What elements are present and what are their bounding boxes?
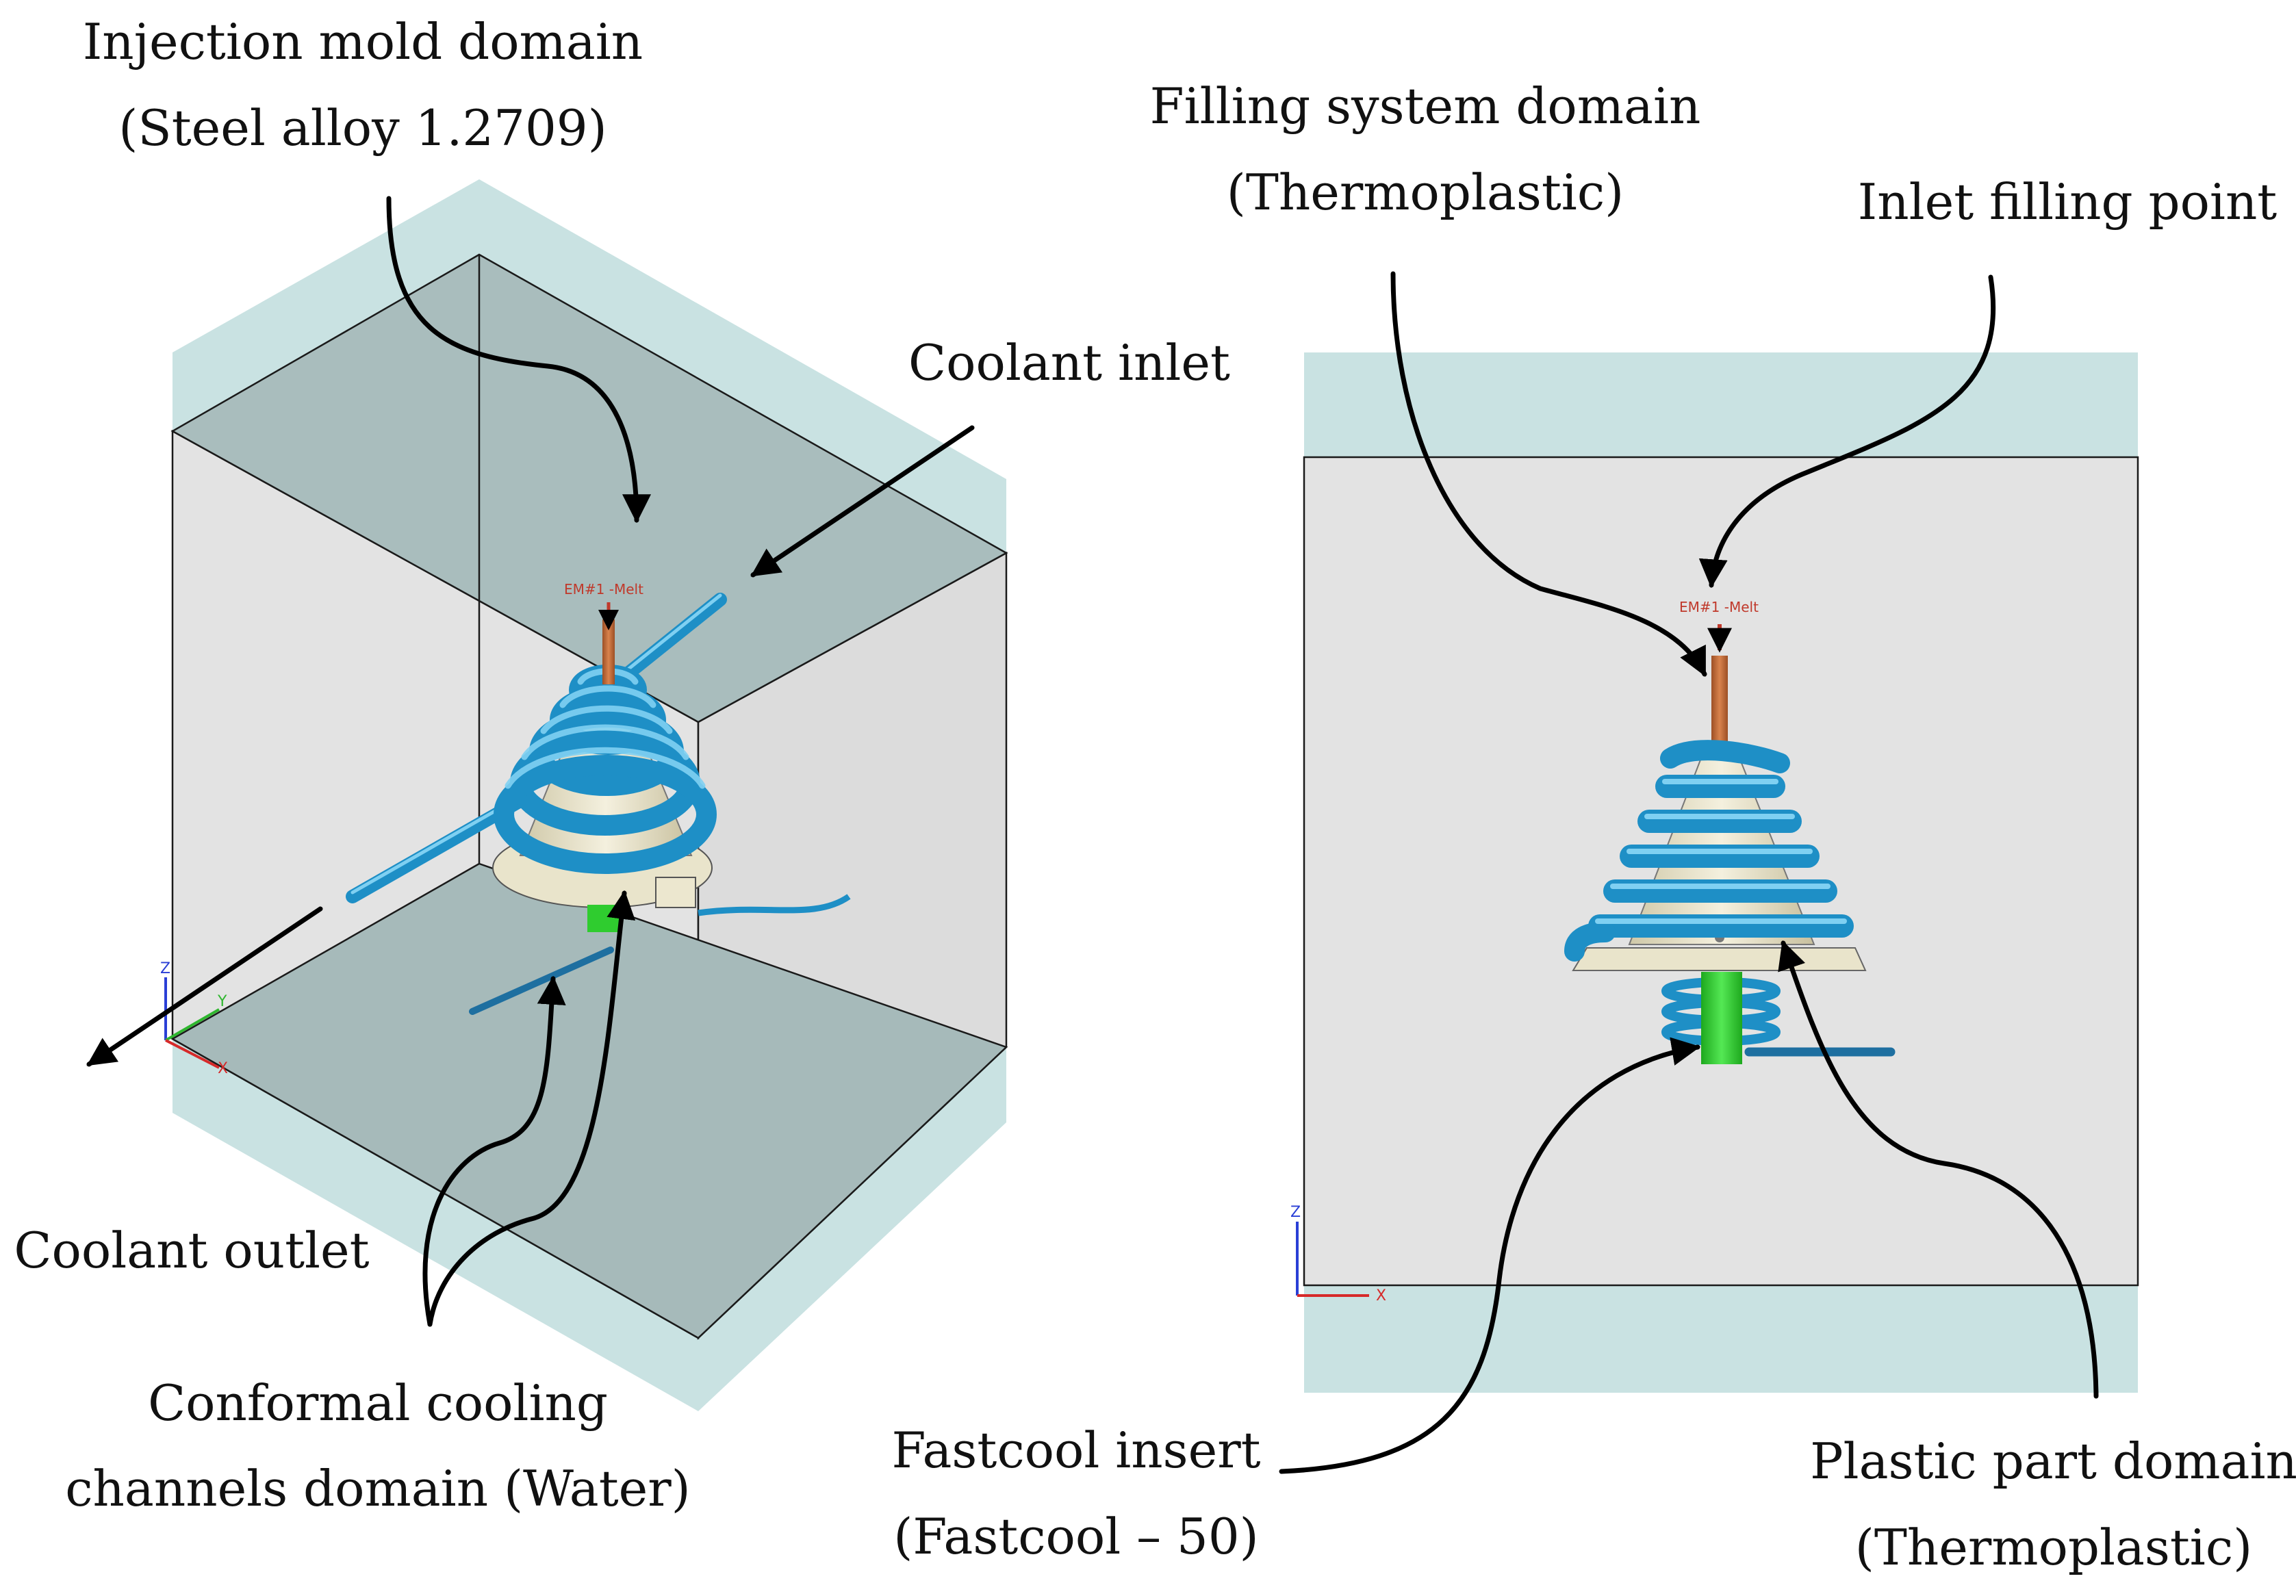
label-channels-line2: channels domain (Water) (65, 1460, 691, 1517)
labels: Injection mold domain (Steel alloy 1.270… (14, 13, 2296, 1576)
coolant-outlet-pipe (346, 794, 527, 903)
mold-top-plate (170, 253, 1008, 723)
label-fastcool-line2: (Fastcool – 50) (893, 1508, 1259, 1565)
left-fastcool-insert (587, 905, 619, 932)
arrow-fastcool (1279, 1037, 1701, 1474)
right-sprue (1711, 656, 1728, 755)
label-coolant-outlet: Coolant outlet (14, 1222, 369, 1279)
label-channels-line1: Conformal cooling (148, 1374, 608, 1432)
right-melt-marker: EM#1 -Melt (1679, 599, 1759, 615)
arrow-channels-2 (427, 890, 636, 1327)
svg-text:Y: Y (217, 993, 227, 1010)
left-lower-cooling-line (698, 894, 851, 916)
arrow-plastic (1778, 940, 2099, 1399)
label-plastic-line1: Plastic part domain (1810, 1432, 2296, 1490)
right-part-flange (1572, 947, 1867, 971)
left-axis-triad: Z Y X (160, 960, 228, 1077)
svg-text:X: X (218, 1060, 228, 1077)
arrow-mold (386, 196, 651, 524)
label-coolant-inlet: Coolant inlet (908, 334, 1230, 391)
right-axis-triad: Z X (1290, 1204, 1386, 1304)
label-filling-line2: (Thermoplastic) (1227, 164, 1624, 221)
leader-arrows (86, 196, 2099, 1474)
label-mold-line1: Injection mold domain (83, 13, 643, 70)
label-filling-line1: Filling system domain (1150, 77, 1701, 135)
svg-text:Z: Z (160, 960, 170, 977)
left-melt-marker: EM#1 -Melt (564, 581, 643, 597)
arrow-inlet-point (1698, 274, 1996, 589)
svg-text:X: X (1376, 1287, 1386, 1304)
label-inlet-point: Inlet filling point (1858, 173, 2278, 231)
right-view: EM#1 -Melt (1290, 352, 2139, 1393)
label-fastcool-line1: Fastcool insert (891, 1421, 1260, 1479)
arrow-coolant-inlet (750, 425, 975, 578)
left-cooling-coil (494, 665, 717, 874)
right-fastcool-insert (1701, 972, 1742, 1064)
left-view: EM#1 -Melt Z Y X (160, 179, 1008, 1411)
label-plastic-line2: (Thermoplastic) (1855, 1519, 2253, 1576)
arrow-filling (1390, 271, 1707, 677)
right-cooling-coil (1564, 740, 1854, 962)
mold-bottom-plate (170, 862, 1008, 1339)
svg-text:Z: Z (1290, 1204, 1301, 1221)
arrow-channels-1 (422, 975, 566, 1327)
label-mold-line2: (Steel alloy 1.2709) (118, 99, 607, 157)
arrow-coolant-outlet (86, 906, 323, 1067)
left-sprue (602, 619, 615, 684)
